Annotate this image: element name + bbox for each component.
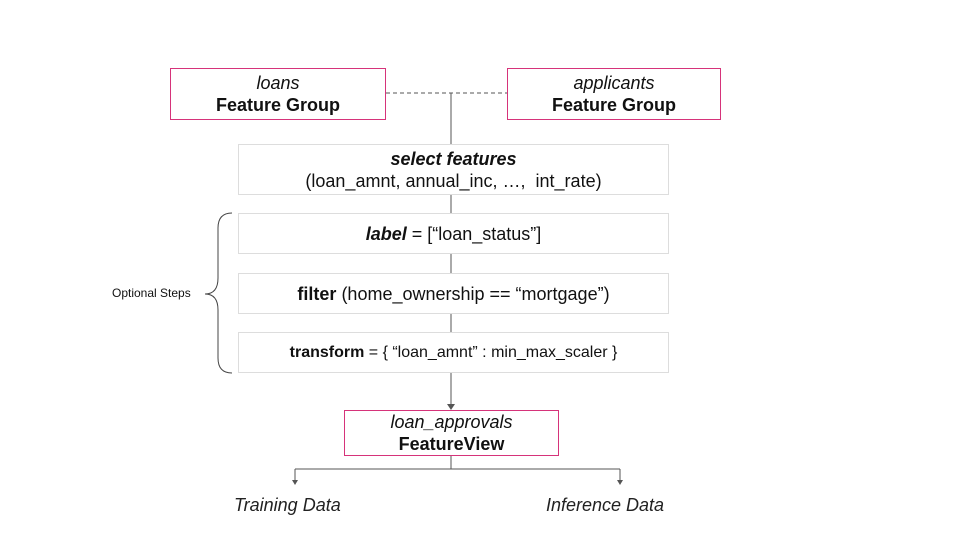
- feature-group-type: Feature Group: [551, 95, 676, 115]
- step-label: label = [“loan_status”]: [238, 213, 669, 254]
- feature-group-name: loans: [256, 73, 300, 93]
- arrow-head-to-view: [447, 404, 455, 410]
- filter-value: (home_ownership == “mortgage”): [336, 283, 610, 304]
- optional-steps-label: Optional Steps: [112, 286, 191, 300]
- output-inference-data: Inference Data: [546, 495, 665, 515]
- label-line: label = [“loan_status”]: [366, 223, 542, 245]
- arrow-head-training: [292, 480, 298, 485]
- select-args: (loan_amnt, annual_inc, …, int_rate): [305, 170, 602, 191]
- feature-group-applicants: applicants Feature Group: [507, 68, 721, 120]
- label-value: = [“loan_status”]: [406, 223, 542, 244]
- transform-line: transform = { “loan_amnt” : min_max_scal…: [290, 343, 618, 363]
- step-select-features: select features (loan_amnt, annual_inc, …: [238, 144, 669, 195]
- feature-group-name: applicants: [573, 73, 655, 93]
- filter-keyword: filter: [297, 283, 337, 304]
- feature-view-name: loan_approvals: [390, 412, 513, 432]
- label-keyword: label: [365, 223, 407, 244]
- arrow-head-inference: [617, 480, 623, 485]
- transform-value: = { “loan_amnt” : min_max_scaler }: [364, 343, 618, 361]
- feature-group-loans: loans Feature Group: [170, 68, 386, 120]
- output-training-data: Training Data: [234, 495, 341, 515]
- filter-line: filter (home_ownership == “mortgage”): [297, 283, 609, 305]
- transform-keyword: transform: [289, 343, 365, 361]
- step-transform: transform = { “loan_amnt” : min_max_scal…: [238, 332, 669, 373]
- feature-group-type: Feature Group: [215, 95, 340, 115]
- feature-view-type: FeatureView: [398, 434, 505, 454]
- feature-view-box: loan_approvals FeatureView: [344, 410, 559, 456]
- select-keyword: select features: [390, 148, 517, 169]
- optional-steps-brace: [204, 212, 233, 374]
- step-filter: filter (home_ownership == “mortgage”): [238, 273, 669, 314]
